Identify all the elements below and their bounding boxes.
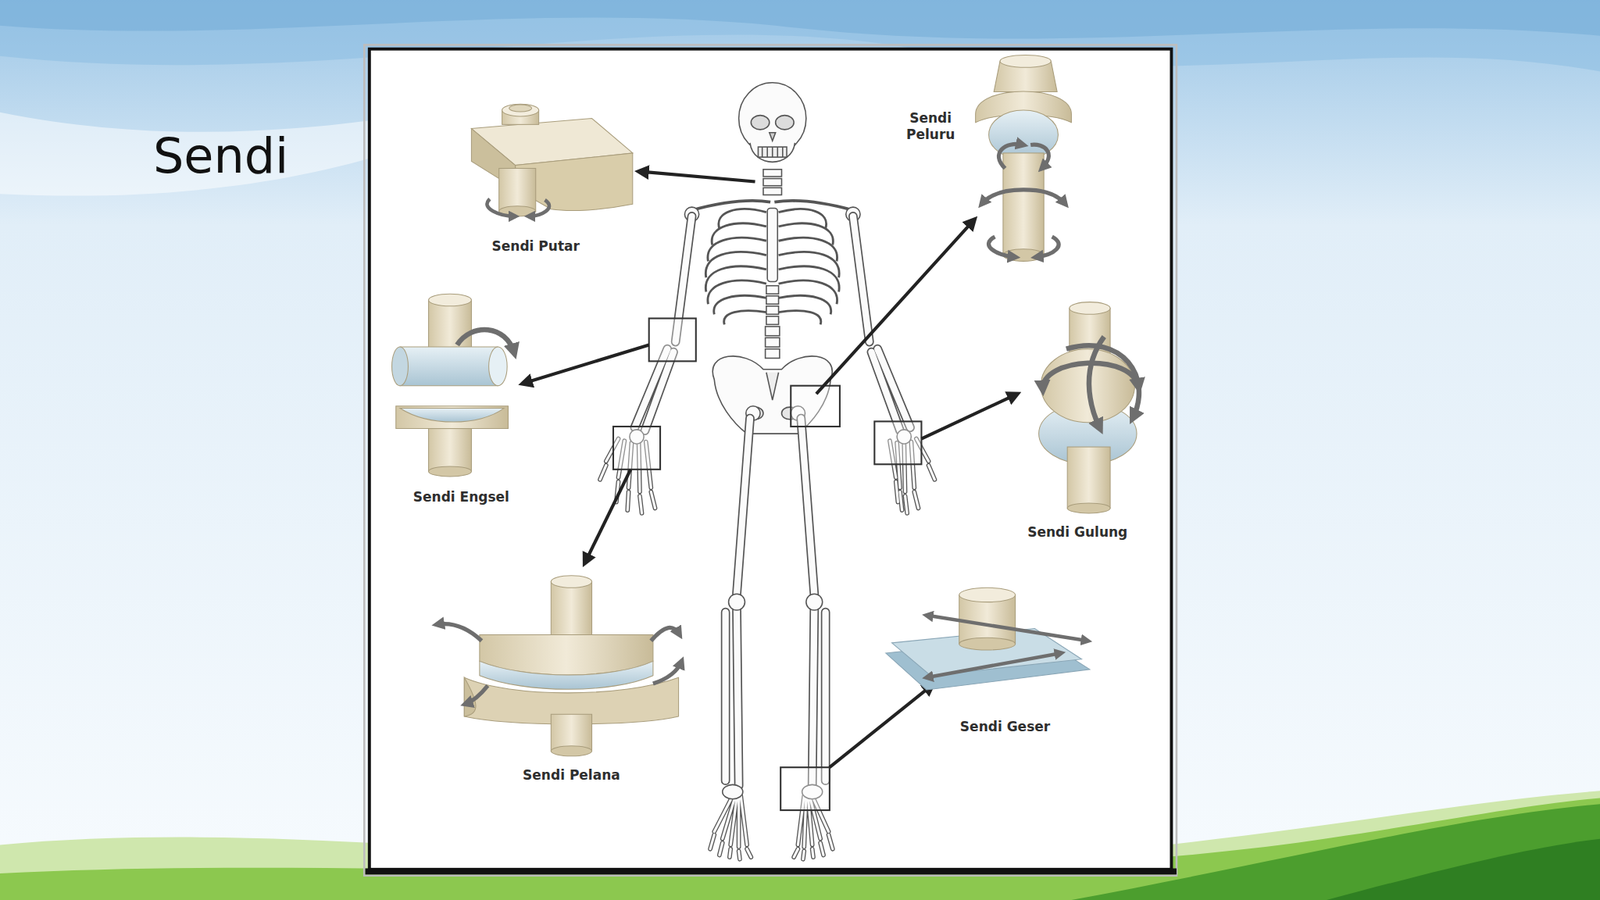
condyloid-joint-model <box>1066 345 1140 418</box>
pivot-joint-model <box>471 103 633 217</box>
joint-highlight-box <box>613 426 661 470</box>
skeleton <box>763 178 783 186</box>
skeleton <box>765 349 780 359</box>
hinge-joint-model <box>428 293 472 307</box>
skeleton <box>766 296 779 304</box>
ball-socket-joint-model <box>1035 236 1059 258</box>
saddle-joint-model <box>550 746 592 757</box>
ball-socket-joint-model <box>999 143 1025 168</box>
ball-socket-joint-model <box>989 236 1016 258</box>
hinge-joint-model <box>392 346 409 386</box>
gliding-joint-model <box>926 653 1061 678</box>
skeleton <box>766 306 779 315</box>
saddle-joint-model <box>550 581 592 639</box>
condyloid-joint-model <box>1039 302 1140 514</box>
joint-highlight-box <box>613 318 922 811</box>
ball-socket-joint-model <box>981 189 1065 204</box>
joint-highlight-box <box>780 767 830 811</box>
skeleton <box>806 593 823 611</box>
joint-label: Sendi Pelana <box>522 767 621 784</box>
hinge-joint-model <box>457 329 515 354</box>
gliding-joint-model <box>885 587 1090 690</box>
pivot-joint-model <box>486 199 515 217</box>
joint-highlight-box <box>874 421 922 465</box>
pointer-arrow <box>829 684 933 768</box>
condyloid-joint-model <box>1069 302 1111 315</box>
skeleton <box>600 82 935 860</box>
diagram-frame <box>365 868 1177 875</box>
condyloid-joint-model <box>1067 446 1111 508</box>
skeleton <box>750 142 795 162</box>
diagram-frame <box>364 44 1177 875</box>
diagram-frame <box>364 44 1177 875</box>
skeleton <box>763 187 783 195</box>
slide-background <box>0 0 1600 40</box>
saddle-joint-model <box>650 627 680 641</box>
hinge-joint-model <box>428 466 472 477</box>
skeleton <box>766 316 779 325</box>
skeleton <box>757 146 787 158</box>
slide-title: Sendi <box>153 126 289 184</box>
pointer-arrow <box>522 344 650 384</box>
joint-label: Sendi Peluru <box>900 110 961 144</box>
ball-socket-joint-model <box>1030 144 1049 168</box>
skeleton <box>750 115 770 130</box>
skeleton <box>722 784 743 799</box>
skeleton <box>765 337 780 347</box>
skeleton <box>767 207 778 282</box>
pivot-joint-model <box>528 200 550 217</box>
hinge-joint-model <box>428 300 472 354</box>
hinge-joint-model <box>400 407 504 422</box>
skeleton <box>707 280 838 304</box>
condyloid-joint-model <box>1089 336 1104 429</box>
skeleton <box>728 593 746 611</box>
joint-label: Sendi Geser <box>960 719 1050 736</box>
pointer-arrow <box>584 469 631 564</box>
ball-socket-joint-model <box>1000 55 1051 68</box>
pointer-arrow <box>816 219 975 394</box>
gliding-joint-model <box>959 637 1016 650</box>
skeleton <box>765 326 780 336</box>
skeleton <box>766 285 779 294</box>
skeleton <box>769 132 776 141</box>
gliding-joint-model <box>926 615 1088 642</box>
pivot-joint-model <box>499 168 536 212</box>
joint-label: Sendi Putar <box>492 238 580 255</box>
ball-socket-joint-model <box>1003 153 1044 256</box>
joint-highlight-box <box>649 318 697 362</box>
skeleton <box>766 372 779 400</box>
hinge-joint-model <box>428 428 472 472</box>
pointer-arrow <box>639 171 756 182</box>
skeleton <box>762 146 783 158</box>
condyloid-joint-model <box>1067 503 1111 514</box>
pointer-arrow <box>921 393 1018 439</box>
hinge-joint-model <box>396 406 509 429</box>
saddle-joint-model <box>479 660 654 690</box>
hinge-joint-model <box>400 346 498 386</box>
saddle-joint-model <box>653 660 683 684</box>
hinge-joint-model <box>489 346 508 386</box>
saddle-joint-model <box>436 624 482 642</box>
pivot-joint-model <box>502 103 540 117</box>
saddle-joint-model <box>550 575 592 589</box>
diagram-frame <box>369 49 1172 870</box>
slide-background <box>1326 839 1600 900</box>
hinge-joint-model <box>392 293 515 477</box>
gliding-joint-model <box>959 587 1016 602</box>
saddle-joint-model <box>465 685 489 705</box>
joint-label: Sendi Gulung <box>1027 524 1128 541</box>
joint-highlight-box <box>790 385 840 427</box>
saddle-joint-model <box>436 575 682 757</box>
joint-label: Sendi Engsel <box>413 489 510 507</box>
ball-socket-joint-model <box>975 55 1072 262</box>
pivot-joint-model <box>509 104 533 112</box>
skeleton <box>714 295 832 315</box>
skeleton <box>763 169 783 177</box>
skeleton <box>775 115 795 130</box>
